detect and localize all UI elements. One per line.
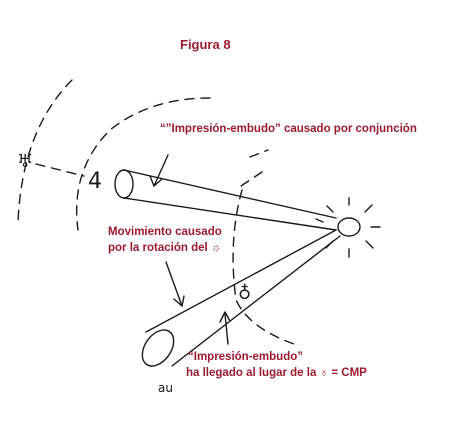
conjunction-arrow [149, 154, 169, 187]
sun-icon [315, 197, 381, 258]
figure-title: Figura 8 [180, 37, 231, 52]
sun-radial-dash [237, 171, 263, 189]
arrived-label-line2: ha llegado al lugar de la ♁ = CMP [186, 367, 367, 379]
uranus-icon: ♅ [17, 151, 33, 172]
movement-label-line1: Movimiento causado [108, 226, 222, 238]
upper-funnel-shape [114, 169, 337, 231]
movement-label-line2: por la rotación del ☼ [108, 242, 221, 254]
arrived-label-line1: “Impresión-embudo” [188, 351, 303, 363]
earth-orbit-arc [232, 189, 301, 347]
uranus-jupiter-line [35, 163, 85, 177]
conjunction-axis-line [249, 149, 269, 158]
funnel-conjunction-label: “”Impresión-embudo” causado por conjunci… [160, 123, 417, 135]
outer-orbit-arc [17, 79, 73, 223]
jupiter-orbit-arc [75, 97, 211, 231]
movement-arrow [165, 261, 185, 307]
lower-funnel-shape [141, 229, 341, 367]
handwritten-note: au [158, 381, 173, 395]
arrived-arrow [219, 311, 231, 345]
earth-icon: ♁ [238, 283, 251, 304]
jupiter-icon: 4 [88, 169, 102, 194]
